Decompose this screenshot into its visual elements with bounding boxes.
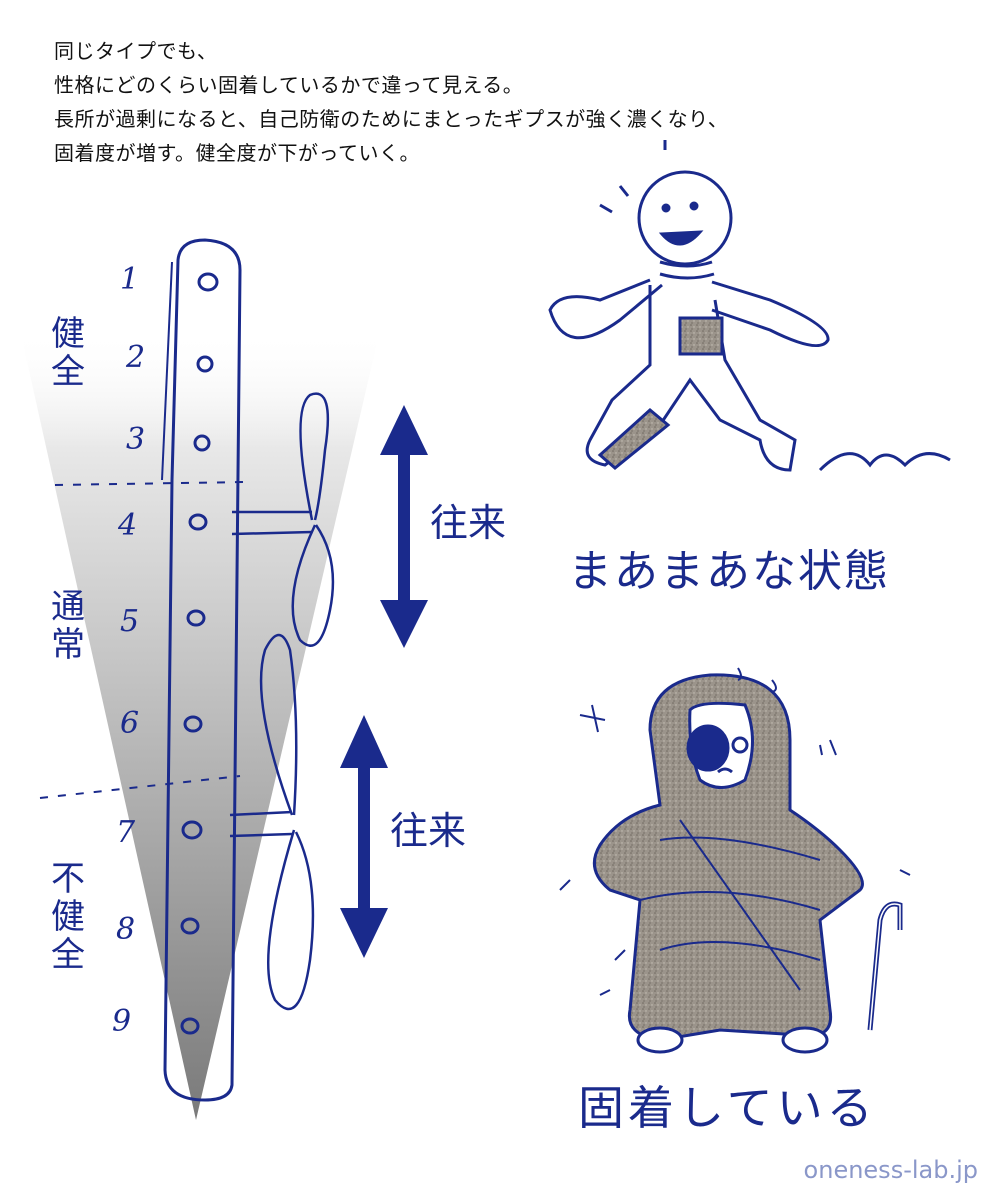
- intro-line: 同じタイプでも、: [54, 39, 218, 63]
- zone-char: 健: [51, 897, 85, 937]
- zone-label-healthy: 健 全: [48, 315, 88, 391]
- upper-double-arrow: [380, 405, 428, 648]
- zone-char: 健: [51, 314, 85, 354]
- caption-ok-state: まあまあな状態: [568, 546, 890, 597]
- level-number: 4: [118, 508, 138, 543]
- zone-label-normal: 通 常: [48, 588, 88, 664]
- arrow-label-lower: 往来: [390, 809, 467, 853]
- intro-line: 長所が過剰になると、自己防衛のためにまとったギプスが強く濃くなり、: [54, 107, 729, 131]
- level-number: 8: [116, 912, 136, 947]
- intro-line: 固着度が増す。健全度が下がっていく。: [54, 141, 420, 165]
- lower-double-arrow: [340, 715, 388, 958]
- caption-fixated: 固着している: [578, 1081, 877, 1135]
- belt: [163, 238, 242, 1102]
- arrow-label-upper: 往来: [430, 501, 507, 545]
- zone-char: 不: [51, 859, 85, 899]
- level-number: 5: [120, 604, 140, 639]
- happy-figure: [548, 140, 951, 472]
- belt-holes: [180, 272, 219, 1035]
- site-watermark: oneness-lab.jp: [803, 1156, 978, 1184]
- fixated-figure: [559, 667, 911, 1054]
- lower-bow: [229, 633, 315, 1011]
- zone-char: 通: [51, 587, 85, 627]
- level-number: 3: [126, 422, 146, 457]
- zone-label-unhealthy: 不 健 全: [48, 860, 88, 974]
- level-number: 7: [116, 815, 136, 850]
- zone-char: 常: [51, 625, 85, 665]
- zone-char: 全: [51, 352, 85, 392]
- level-number: 2: [126, 340, 146, 375]
- upper-bow: [231, 392, 335, 647]
- level-number: 6: [120, 706, 140, 741]
- level-number: 1: [120, 262, 140, 297]
- divider-line: [39, 775, 241, 799]
- intro-text: 同じタイプでも、 性格にどのくらい固着しているかで違って見える。 長所が過剰にな…: [54, 34, 954, 170]
- level-number: 9: [112, 1004, 132, 1039]
- intro-line: 性格にどのくらい固着しているかで違って見える。: [54, 73, 524, 97]
- divider-line: [54, 481, 246, 486]
- zone-char: 全: [51, 935, 85, 975]
